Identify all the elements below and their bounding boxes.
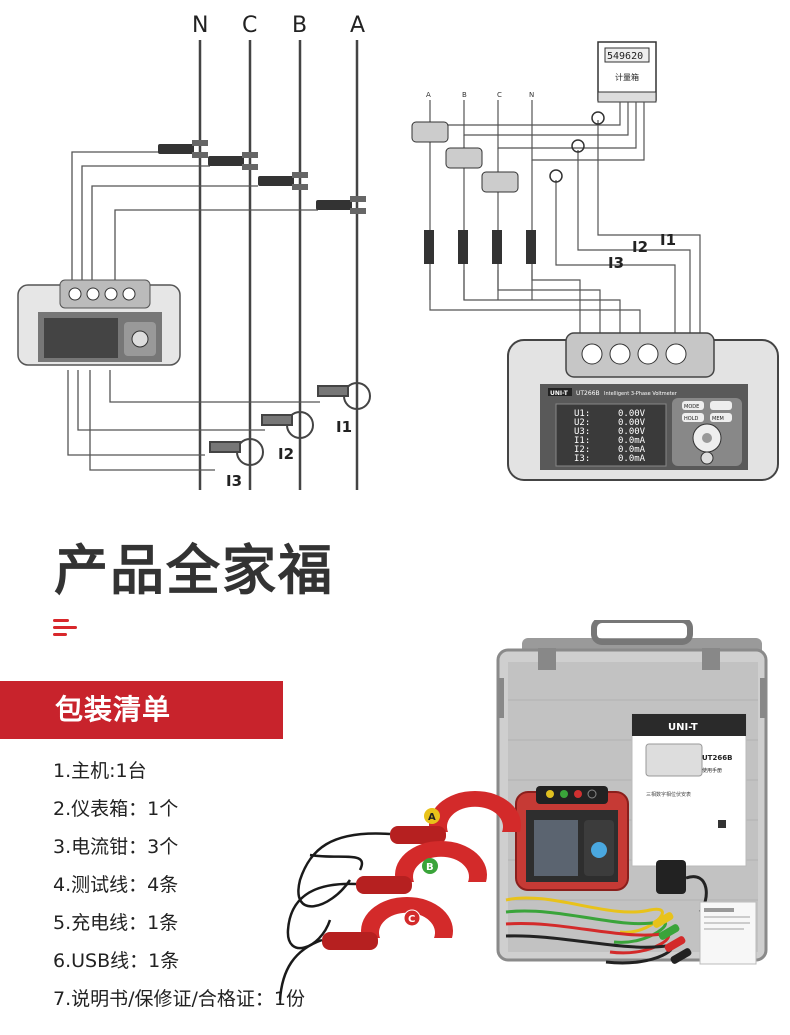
list-item: 4.测试线：4条 [53, 874, 179, 896]
packing-banner: 包装清单 [0, 681, 283, 739]
section-title: 产品全家福 [54, 539, 334, 602]
current-clamps-left [209, 382, 371, 466]
svg-text:I3:: I3: [574, 454, 590, 464]
rphase-label-a: A [426, 91, 431, 99]
current-clamps-photo: A B C [322, 790, 521, 950]
list-item: 5.充电线：1条 [53, 912, 179, 934]
button-mode: MODE [684, 404, 699, 410]
packing-list: 1.主机:1台 2.仪表箱：1个 3.电流钳：3个 4.测试线：4条 5.充电线… [53, 752, 305, 1018]
svg-text:0.0mA: 0.0mA [618, 454, 646, 464]
button-hold: HOLD [684, 416, 698, 422]
device-model: UT266B [576, 390, 600, 397]
meter-label: 计量箱 [615, 72, 639, 82]
manual-brand: UNI-T [668, 722, 698, 733]
device-large: UNI-T UT266B Intelligent 3-Phase Voltmet… [507, 332, 779, 481]
svg-text:0.00V: 0.00V [618, 409, 646, 419]
phase-label-a: A [350, 13, 365, 38]
left-wiring-diagram: N C B A [17, 13, 371, 490]
right-clamps [411, 111, 605, 264]
clamp-letter-c: C [408, 914, 415, 925]
svg-text:U1:: U1: [574, 409, 590, 419]
device-title: Intelligent 3-Phase Voltmeter [604, 391, 678, 397]
svg-text:U2:: U2: [574, 418, 590, 428]
svg-text:U3:: U3: [574, 427, 590, 437]
device-small [17, 279, 181, 366]
list-item: 1.主机:1台 [53, 760, 147, 782]
clamp-label-i1-right: I1 [660, 231, 676, 249]
svg-text:0.00V: 0.00V [618, 427, 646, 437]
test-lead-plugs [652, 912, 692, 964]
product-photo: UNI-T UT266B 使用手册 三相数字相位伏安表 A B C [278, 620, 768, 1001]
right-phase-wires [429, 100, 701, 345]
button-mem: MEM [712, 416, 724, 422]
clamp-label-i3-left: I3 [226, 472, 242, 490]
list-item: 2.仪表箱：1个 [53, 798, 179, 820]
rphase-label-n: N [529, 91, 534, 99]
warranty-card [699, 901, 757, 965]
manual-title: 三相数字相位伏安表 [646, 791, 691, 798]
phase-label-c: C [242, 13, 257, 38]
phase-label-b: B [292, 13, 307, 38]
clamp-label-i1-left: I1 [336, 418, 352, 436]
svg-text:I1:: I1: [574, 436, 590, 446]
voltage-leads [67, 151, 320, 471]
svg-text:0.0mA: 0.0mA [618, 436, 646, 446]
list-item: 3.电流钳：3个 [53, 836, 179, 858]
svg-text:0.0mA: 0.0mA [618, 445, 646, 455]
clamp-label-i2-right: I2 [632, 238, 648, 256]
svg-text:0.00V: 0.00V [618, 418, 646, 428]
right-wiring-diagram: 549620 计量箱 A B C N [411, 41, 779, 481]
manual-model: UT266B [702, 754, 732, 762]
clamp-cables [278, 832, 391, 1001]
main-unit [515, 786, 629, 891]
voltage-clips [158, 140, 366, 214]
phase-label-n: N [192, 13, 208, 38]
user-manual: UNI-T UT266B 使用手册 三相数字相位伏安表 [631, 713, 747, 867]
list-item: 7.说明书/保修证/合格证：1份 [53, 988, 306, 1010]
clamp-label-i3-right: I3 [608, 254, 624, 272]
manual-subtitle: 使用手册 [702, 767, 722, 774]
clamp-label-i2-left: I2 [278, 445, 294, 463]
wiring-diagrams: N C B A [17, 13, 779, 490]
clamp-letter-a: A [428, 812, 436, 823]
meter-box: 549620 计量箱 [597, 41, 657, 103]
meter-reading: 549620 [607, 51, 643, 62]
device-screen-rows: U1: 0.00V U2: 0.00V U3: 0.00V I1: 0.0mA I2: 0… [574, 409, 646, 464]
clamp-letter-b: B [426, 862, 434, 873]
rphase-label-b: B [462, 91, 467, 99]
list-item: 6.USB线：1条 [53, 950, 180, 972]
svg-text:I2:: I2: [574, 445, 590, 455]
device-brand: UNI-T [550, 390, 569, 397]
decor-lines [53, 619, 83, 639]
phase-wires [198, 40, 359, 490]
rphase-label-c: C [497, 91, 502, 99]
